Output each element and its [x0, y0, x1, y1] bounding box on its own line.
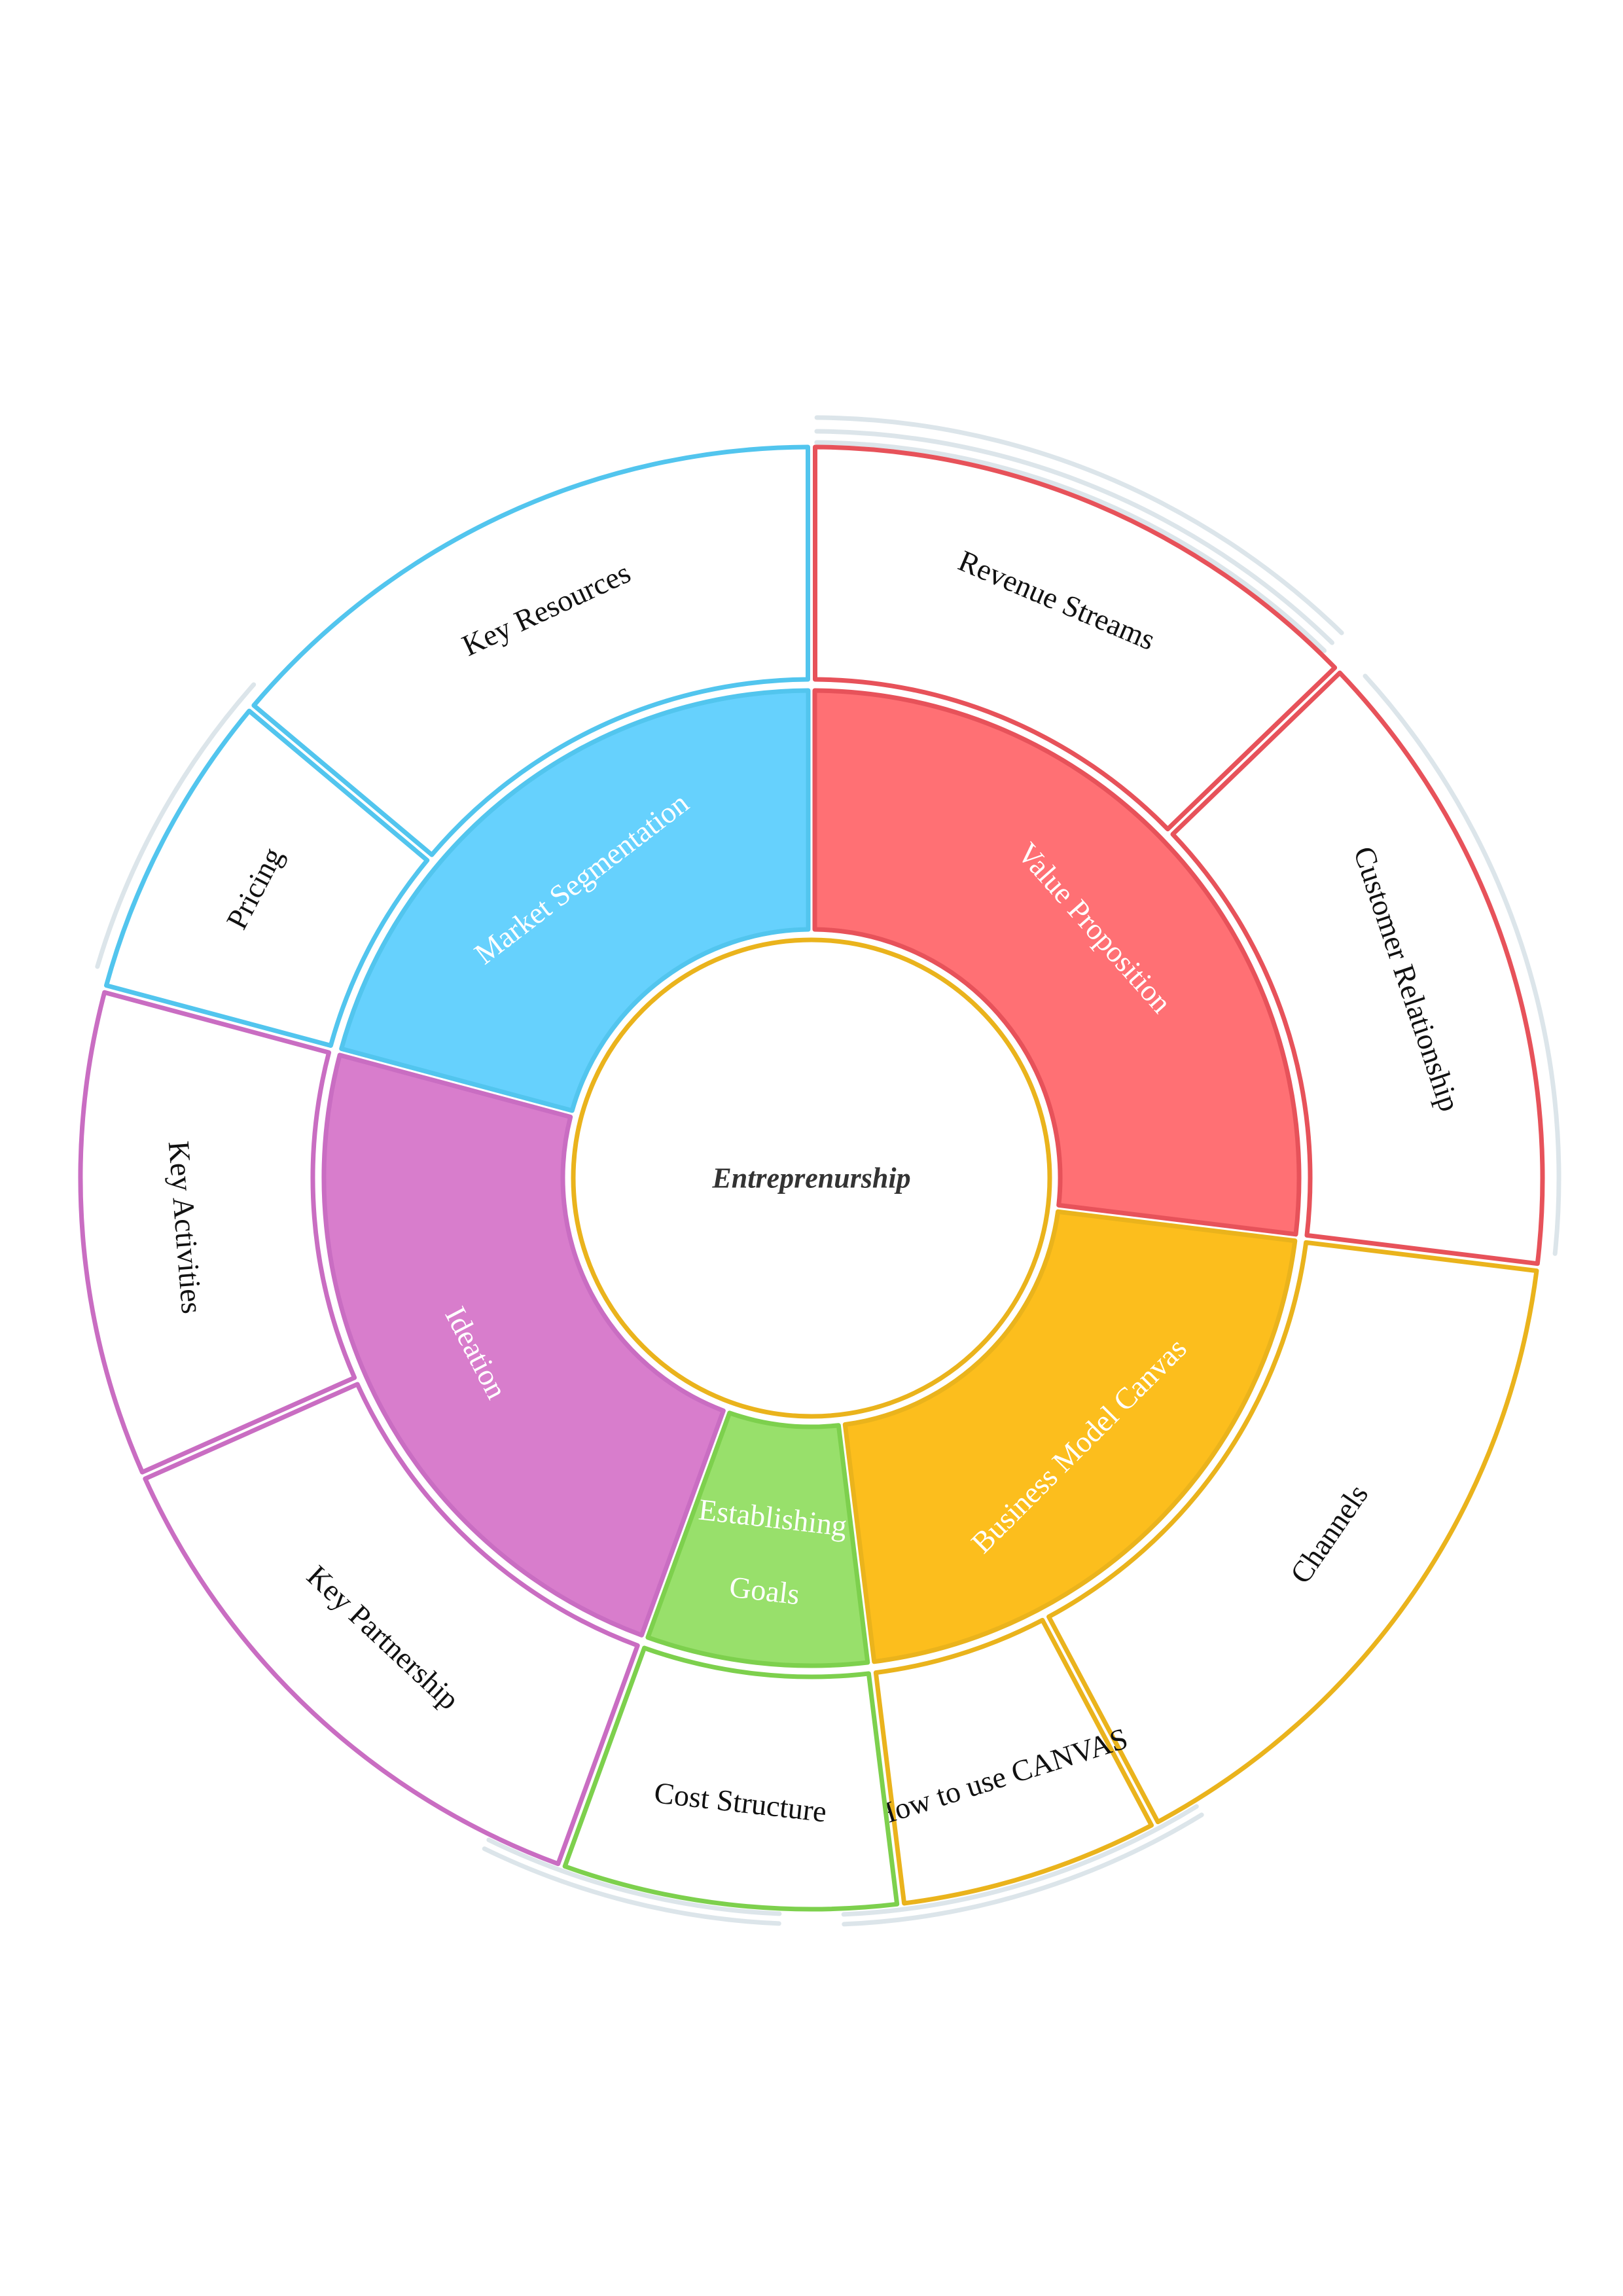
outer-segment-channels[interactable] [1046, 1240, 1539, 1825]
inner-segment-value-proposition[interactable] [812, 688, 1302, 1237]
decorative-arc [482, 1846, 781, 1926]
center-circle [571, 937, 1052, 1419]
decorative-arc [814, 440, 1327, 653]
decorative-arc [95, 682, 257, 969]
inner-segment-business-model-canvas[interactable] [842, 1209, 1298, 1664]
inner-segment-market-segmentation[interactable] [339, 688, 811, 1113]
inner-segment-ideation[interactable] [321, 1052, 726, 1638]
decorative-arc [842, 1812, 1204, 1927]
decorative-arc [814, 415, 1344, 636]
outer-segment-cost-structure[interactable] [562, 1645, 900, 1912]
decorative-arc [841, 1804, 1199, 1917]
decorative-arc [1363, 673, 1561, 1256]
inner-segment-establishing-goals[interactable] [645, 1410, 870, 1668]
outer-segment-key-resources[interactable] [251, 444, 810, 857]
center-label: Entreprenurship [711, 1162, 910, 1194]
decorative-arc [814, 429, 1334, 645]
decorative-arc [486, 1837, 782, 1916]
outer-segment-pricing[interactable] [104, 708, 430, 1048]
outer-segment-key-activities[interactable] [78, 990, 357, 1475]
outer-segment-key-partnership[interactable] [143, 1382, 640, 1867]
decorative-arcs [95, 415, 1561, 1927]
outer-segment-revenue-streams[interactable] [813, 444, 1338, 832]
outer-segment-how-to-use-canvas[interactable] [873, 1617, 1154, 1906]
outer-segment-customer-relationship[interactable] [1170, 670, 1545, 1266]
